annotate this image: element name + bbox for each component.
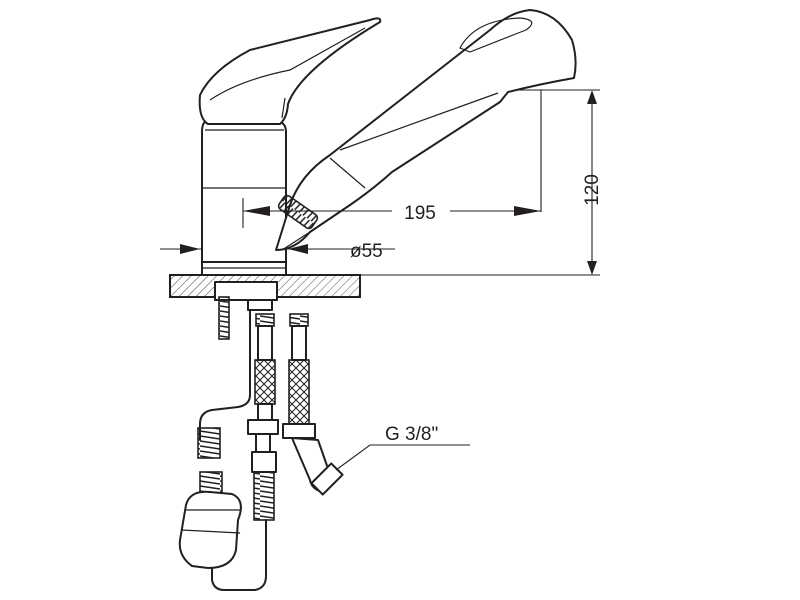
- pull-out-spout: [275, 9, 577, 251]
- mounting-stud: [214, 281, 278, 340]
- height-dimension: 120: [360, 89, 603, 276]
- thread-label: G 3/8": [385, 424, 438, 445]
- diameter-dimension: ø55: [160, 241, 395, 262]
- hose-weight: [178, 427, 242, 569]
- faucet-body: [201, 121, 287, 263]
- shower-hose: [199, 299, 273, 591]
- lever-handle: [198, 17, 382, 125]
- reach-label: 195: [404, 203, 436, 224]
- thread-callout: G 3/8": [335, 424, 470, 471]
- reach-dimension: 195: [242, 90, 542, 228]
- diameter-label: ø55: [350, 241, 383, 262]
- spout-spring: [277, 194, 319, 230]
- faucet-base: [201, 261, 287, 276]
- cold-water-hose: [282, 313, 344, 496]
- height-label: 120: [582, 174, 603, 206]
- hot-water-hose: [247, 313, 279, 521]
